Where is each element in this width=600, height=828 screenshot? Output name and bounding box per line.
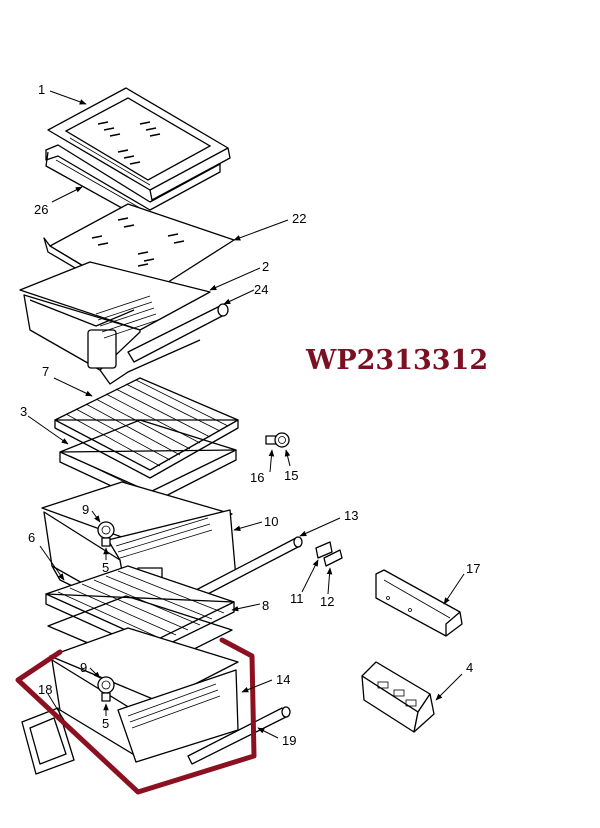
part-11-bracket[interactable] bbox=[315, 541, 333, 559]
highlight-outline bbox=[15, 637, 257, 795]
callout-19: 19 bbox=[282, 733, 296, 748]
part-17-door-bin[interactable] bbox=[375, 569, 463, 637]
part-24-rail[interactable] bbox=[127, 303, 229, 363]
callout-5-upper: 5 bbox=[102, 560, 109, 575]
callout-15: 15 bbox=[284, 468, 298, 483]
part-15-cap[interactable] bbox=[274, 432, 290, 448]
part-9-knob-lower[interactable] bbox=[97, 676, 115, 694]
callout-3: 3 bbox=[20, 404, 27, 419]
callout-10: 10 bbox=[264, 514, 278, 529]
leader-lines bbox=[27, 90, 465, 739]
part-2-drawer-tray[interactable] bbox=[19, 261, 211, 385]
callout-24: 24 bbox=[254, 282, 268, 297]
callout-7: 7 bbox=[42, 364, 49, 379]
part-19-rail[interactable] bbox=[187, 706, 291, 765]
callout-5-lower: 5 bbox=[102, 716, 109, 731]
part-1-glass-shelf[interactable] bbox=[47, 87, 231, 201]
part-9-knob-upper[interactable] bbox=[97, 521, 115, 539]
part-18-label-plate[interactable] bbox=[21, 707, 75, 775]
part-5-screw-lower[interactable] bbox=[101, 692, 111, 702]
callout-17: 17 bbox=[466, 561, 480, 576]
part-14-crisper-drawer[interactable] bbox=[49, 627, 239, 763]
callout-13: 13 bbox=[344, 508, 358, 523]
callout-6: 6 bbox=[28, 530, 35, 545]
callout-1: 1 bbox=[38, 82, 45, 97]
part-12-bracket[interactable] bbox=[323, 549, 343, 567]
callout-4: 4 bbox=[466, 660, 473, 675]
callout-8: 8 bbox=[262, 598, 269, 613]
callout-11: 11 bbox=[290, 591, 304, 606]
part-7-slatted-cover[interactable] bbox=[54, 377, 239, 479]
callout-labels: 1 26 22 2 24 7 3 16 15 9 5 6 10 13 11 12… bbox=[20, 82, 480, 748]
part-number-label: WP2313312 bbox=[305, 345, 488, 376]
part-5-screw-upper[interactable] bbox=[101, 537, 111, 547]
callout-16: 16 bbox=[250, 470, 264, 485]
callout-2: 2 bbox=[262, 259, 269, 274]
callout-9-lower: 9 bbox=[80, 660, 87, 675]
callout-9-upper: 9 bbox=[82, 502, 89, 517]
callout-18: 18 bbox=[38, 682, 52, 697]
callout-26: 26 bbox=[34, 202, 48, 217]
callout-14: 14 bbox=[276, 672, 290, 687]
part-4-bin[interactable] bbox=[361, 661, 435, 733]
callout-12: 12 bbox=[320, 594, 334, 609]
callout-22: 22 bbox=[292, 211, 306, 226]
